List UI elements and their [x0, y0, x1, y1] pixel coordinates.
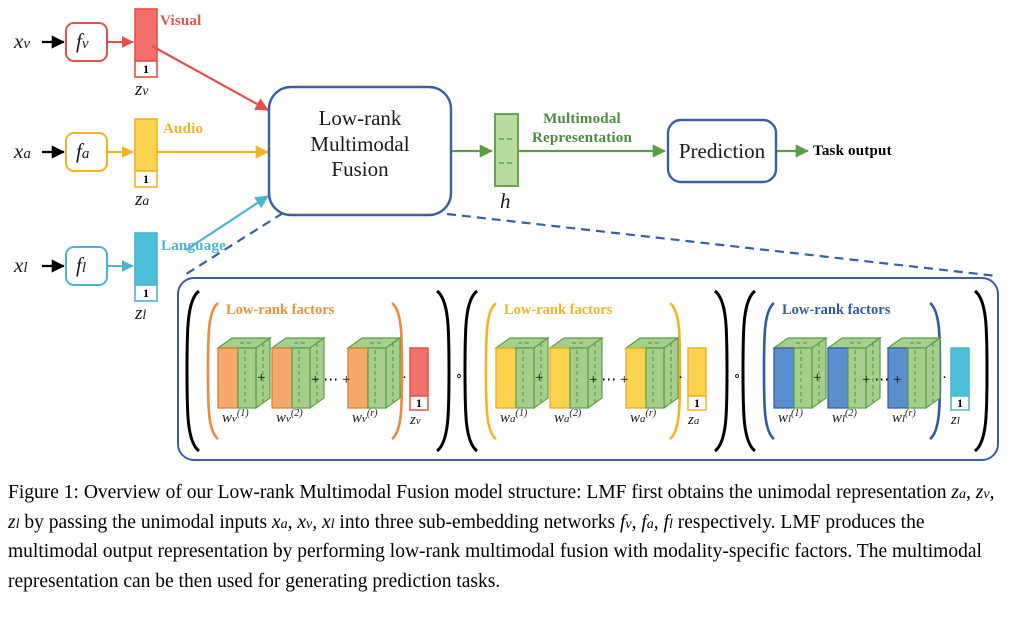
low-rank-factors-title-visual: Low-rank factors — [226, 302, 335, 318]
task-output-label: Task output — [813, 143, 892, 159]
language-group-graphics — [741, 289, 989, 453]
plus-v1: + — [257, 370, 266, 386]
hadamard-symbol-2: ∘ — [733, 368, 742, 383]
dot-product-l: · — [942, 370, 947, 386]
h-label: h — [500, 189, 511, 213]
low-rank-factors-title-audio: Low-rank factors — [504, 302, 613, 318]
dot-product-a: · — [678, 370, 683, 386]
modality-label-audio: Audio — [163, 121, 204, 137]
prediction-box-shape — [666, 118, 778, 184]
caption-line-2: representation za, zv, zl by passing the… — [8, 482, 995, 533]
fusion-box-shape — [267, 85, 453, 217]
diagram-canvas — [42, 8, 999, 461]
cell-value-panel-language: 1 — [957, 396, 963, 410]
ellipsis-l: + ⋯ + — [862, 372, 902, 388]
ellipsis-a: + ⋯ + — [589, 372, 629, 388]
hadamard-symbol-1: ∘ — [455, 368, 464, 383]
caption-line-3: fv, fa, fl respectively. LMF produces th… — [8, 511, 925, 563]
audio-group-graphics — [463, 289, 729, 453]
modality-label-language: Language — [161, 238, 226, 254]
input-label-visual: xv — [14, 29, 31, 53]
w-label-a2: wa(2) — [554, 408, 582, 426]
z-label-audio: za — [135, 189, 150, 210]
fusion-box-line2: Multimodal — [310, 131, 410, 156]
ellipsis-v: + ⋯ + — [311, 372, 351, 388]
z-label-panel-visual: zv — [410, 412, 421, 428]
visual-row-graphics — [42, 8, 269, 111]
z-label-panel-language: zl — [951, 412, 960, 428]
z-label-language: zl — [135, 303, 147, 324]
plus-l1: + — [813, 370, 822, 386]
caption-line-5: generating prediction tasks. — [285, 570, 501, 592]
repr-line2: Representation — [532, 129, 633, 146]
fusion-box-label[interactable]: Low-rank Multimodal Fusion — [269, 106, 451, 183]
low-rank-factors-title-language: Low-rank factors — [782, 302, 891, 318]
z-label-visual: zv — [135, 79, 149, 100]
w-label-lr: wl(r) — [892, 408, 916, 426]
network-label-fa: fa — [76, 139, 90, 163]
dot-product-v: · — [402, 370, 407, 386]
language-row-graphics — [42, 195, 269, 302]
w-label-v1: wv(1) — [222, 408, 249, 426]
w-label-v2: wv(2) — [276, 408, 303, 426]
caption-line-1: Figure 1: Overview of our Low-rank Multi… — [8, 482, 832, 503]
w-label-ar: wa(r) — [630, 408, 657, 426]
h-bar-graphics — [452, 113, 666, 187]
caption-line-4: multimodal fusion with modality-specific… — [8, 541, 982, 592]
fusion-box-line3: Fusion — [331, 157, 389, 182]
network-label-fl: fl — [76, 253, 87, 277]
repr-line1: Multimodal — [543, 111, 621, 127]
figure-diagram: xv fv Visual 1 zv xa fa Audio 1 za xl fl… — [14, 8, 999, 461]
w-label-l1: wl(1) — [778, 408, 803, 426]
cell-value-audio: 1 — [143, 172, 149, 186]
modality-label-visual: Visual — [160, 13, 202, 29]
visual-group-graphics — [185, 289, 451, 453]
cell-value-panel-audio: 1 — [694, 396, 700, 410]
cell-value-visual: 1 — [143, 62, 149, 76]
fusion-box-line1: Low-rank — [318, 106, 402, 130]
figure-caption: Figure 1: Overview of our Low-rank Multi… — [8, 478, 1004, 597]
cell-value-panel-visual: 1 — [416, 396, 422, 410]
input-label-language: xl — [14, 253, 28, 277]
cell-value-language: 1 — [143, 286, 149, 300]
w-label-vr: wv(r) — [352, 408, 378, 426]
zoom-connector-lines — [182, 212, 998, 278]
z-label-panel-audio: za — [688, 412, 700, 428]
multimodal-representation-label: Multimodal Representation — [532, 110, 632, 148]
w-label-a1: wa(1) — [500, 408, 528, 426]
network-label-fv: fv — [76, 29, 89, 53]
input-label-audio: xa — [14, 139, 31, 163]
prediction-box-label[interactable]: Prediction — [678, 139, 766, 163]
plus-a1: + — [535, 370, 544, 386]
audio-row-graphics — [42, 118, 269, 188]
w-label-l2: wl(2) — [832, 408, 857, 426]
